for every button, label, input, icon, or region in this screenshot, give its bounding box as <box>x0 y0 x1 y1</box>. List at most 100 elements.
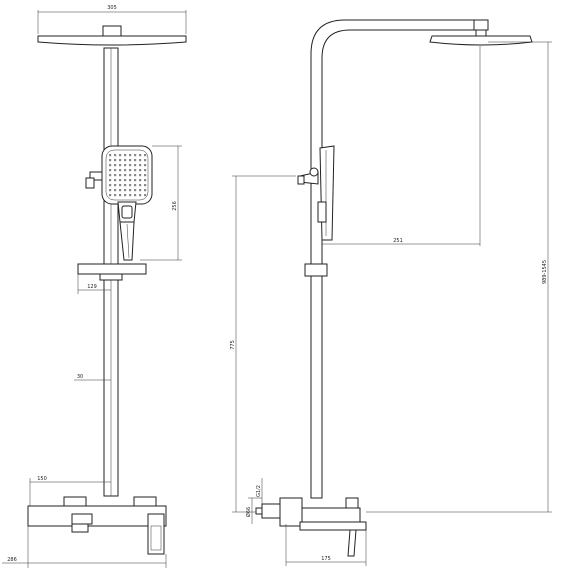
nozzle-dot <box>129 179 132 182</box>
nozzle-dot <box>114 184 117 187</box>
side-rain-head <box>429 35 533 46</box>
nozzle-dot <box>129 164 132 167</box>
nozzle-dot <box>144 164 147 167</box>
nozzle-dot <box>139 189 142 192</box>
nozzle-dot <box>119 184 122 187</box>
nozzle-dot <box>129 184 132 187</box>
nozzle-dot <box>114 179 117 182</box>
front-rain-head <box>37 35 187 46</box>
nozzle-dot <box>144 154 147 157</box>
nozzle-dot <box>139 164 142 167</box>
nozzle-dot <box>109 164 112 167</box>
side-view: 775 251 989-1545 G1/2 Ø66 175 <box>230 19 552 566</box>
side-hand-shower <box>297 145 335 241</box>
nozzle-dot <box>129 169 132 172</box>
nozzle-dot <box>119 154 122 157</box>
nozzle-dot <box>134 164 137 167</box>
holder-offset-label: 129 <box>87 284 97 290</box>
front-view: 305 256 129 30 <box>2 5 187 568</box>
front-holder-tray <box>77 263 147 275</box>
nozzle-dot <box>134 189 137 192</box>
nozzle-dot <box>114 189 117 192</box>
side-holder <box>304 263 328 277</box>
nozzle-dot <box>109 169 112 172</box>
nozzle-dot <box>114 174 117 177</box>
nozzle-dot <box>119 179 122 182</box>
total-width-label: 286 <box>7 557 17 563</box>
nozzle-dot <box>109 189 112 192</box>
nozzle-dot <box>144 184 147 187</box>
nozzle-dot <box>144 179 147 182</box>
front-head-connector <box>102 25 122 37</box>
base-depth-label: 175 <box>321 556 331 562</box>
nozzle-dot <box>114 169 117 172</box>
nozzle-dot <box>114 154 117 157</box>
nozzle-dot <box>124 189 127 192</box>
nozzle-dot <box>134 179 137 182</box>
nozzle-dot <box>109 174 112 177</box>
nozzle-dot <box>119 164 122 167</box>
nozzle-dot <box>129 194 132 197</box>
nozzle-dot <box>124 194 127 197</box>
spray-nozzles <box>109 154 147 197</box>
inlet-drop-label: Ø66 <box>245 507 252 517</box>
side-head-mount <box>475 29 487 37</box>
nozzle-dot <box>129 159 132 162</box>
nozzle-dot <box>119 159 122 162</box>
side-mixer-valve <box>255 497 367 557</box>
pipe-offset-label: 30 <box>77 374 83 380</box>
valve-offset-label: 150 <box>37 476 47 482</box>
nozzle-dot <box>139 154 142 157</box>
nozzle-dot <box>129 154 132 157</box>
nozzle-dot <box>134 159 137 162</box>
inlet-spacing-label: G1/2 <box>256 485 262 497</box>
nozzle-dot <box>144 194 147 197</box>
nozzle-dot <box>134 154 137 157</box>
nozzle-dot <box>134 184 137 187</box>
nozzle-dot <box>109 194 112 197</box>
nozzle-dot <box>114 164 117 167</box>
nozzle-dot <box>139 194 142 197</box>
front-holder-clamp <box>99 273 123 281</box>
nozzle-dot <box>119 194 122 197</box>
nozzle-dot <box>109 179 112 182</box>
side-arm-connector <box>473 19 489 31</box>
front-mixer-valve <box>27 496 167 555</box>
nozzle-dot <box>144 159 147 162</box>
nozzle-dot <box>134 194 137 197</box>
nozzle-dot <box>134 174 137 177</box>
front-hand-shower <box>85 145 153 261</box>
nozzle-dot <box>124 184 127 187</box>
nozzle-dot <box>124 159 127 162</box>
nozzle-dot <box>144 174 147 177</box>
side-riser-pipe <box>310 263 323 499</box>
nozzle-dot <box>114 194 117 197</box>
nozzle-dot <box>124 164 127 167</box>
nozzle-dot <box>144 169 147 172</box>
side-arm-inner <box>321 29 478 264</box>
nozzle-dot <box>139 174 142 177</box>
nozzle-dot <box>119 174 122 177</box>
nozzle-dot <box>129 189 132 192</box>
total-height-label: 989-1545 <box>542 260 548 284</box>
side-arm-outer <box>310 19 478 264</box>
nozzle-dot <box>119 189 122 192</box>
nozzle-dot <box>134 169 137 172</box>
nozzle-dot <box>124 169 127 172</box>
head-width-label: 305 <box>107 5 117 11</box>
nozzle-dot <box>124 174 127 177</box>
nozzle-dot <box>139 159 142 162</box>
nozzle-dot <box>119 169 122 172</box>
outlet-height-label: 775 <box>230 340 236 350</box>
nozzle-dot <box>114 159 117 162</box>
nozzle-dot <box>129 174 132 177</box>
nozzle-dot <box>144 189 147 192</box>
nozzle-dot <box>139 169 142 172</box>
nozzle-dot <box>124 179 127 182</box>
nozzle-dot <box>109 154 112 157</box>
nozzle-dot <box>139 179 142 182</box>
nozzle-dot <box>109 159 112 162</box>
nozzle-dot <box>109 184 112 187</box>
nozzle-dot <box>124 154 127 157</box>
